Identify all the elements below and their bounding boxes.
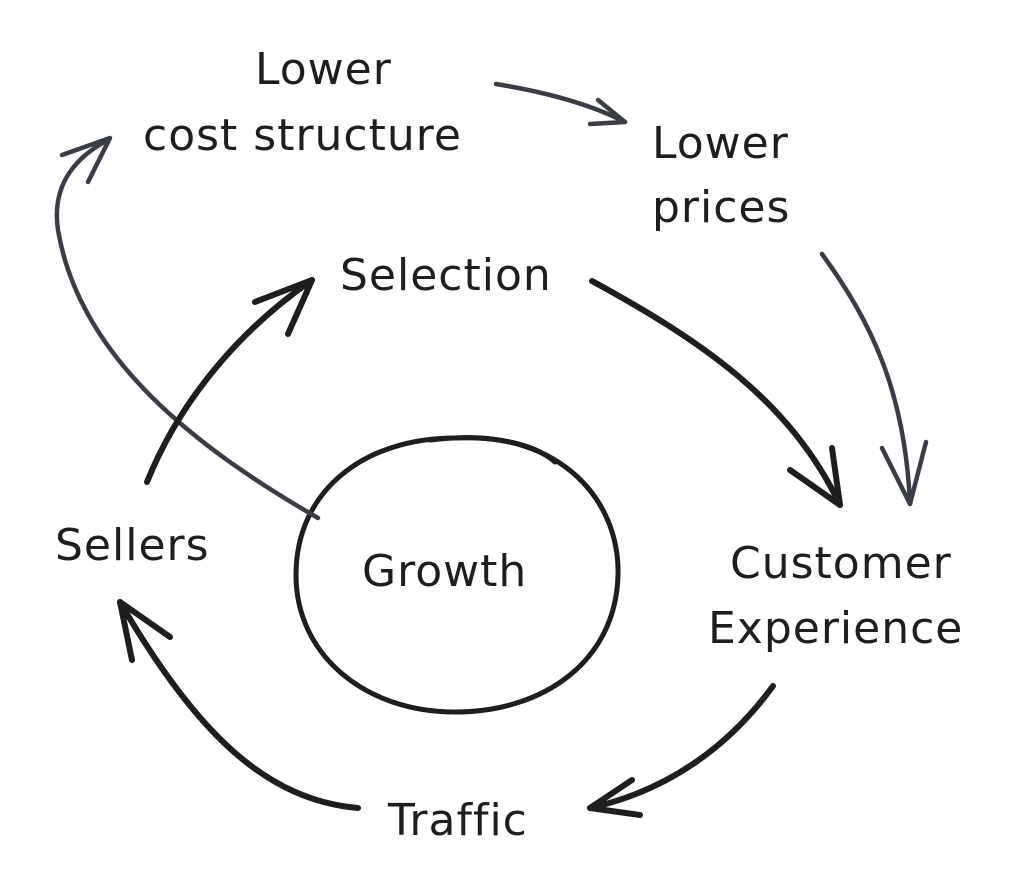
label-lower-cost-line1: Lower	[255, 44, 392, 95]
label-sellers: Sellers	[55, 520, 210, 571]
arrow-lower-cost-to-lower-prices-head	[587, 97, 628, 127]
arrow-lower-cost-to-lower-prices	[493, 81, 628, 125]
arrow-traffic-to-sellers-head	[117, 599, 173, 663]
label-lower-cost-line2: cost structure	[143, 110, 462, 161]
arrow-growth-to-lower-cost-head	[59, 135, 113, 185]
label-customer-experience-line2: Experience	[708, 603, 963, 654]
label-lower-prices-line1: Lower	[652, 118, 789, 169]
label-customer-experience-line1: Customer	[730, 538, 952, 589]
arrow-traffic-to-sellers	[117, 599, 361, 811]
arrow-growth-to-lower-cost	[54, 137, 321, 521]
label-lower-prices-line2: prices	[652, 182, 790, 233]
arrow-selection-to-customer-experience	[589, 278, 843, 508]
arrow-lower-prices-to-customer-experience	[819, 251, 913, 507]
label-growth: Growth	[362, 546, 527, 597]
label-selection: Selection	[340, 250, 552, 301]
arrow-customer-experience-to-traffic	[587, 683, 776, 811]
arrow-sellers-to-selection	[144, 277, 315, 485]
label-traffic: Traffic	[387, 795, 528, 846]
arrow-sellers-to-selection-head	[252, 277, 315, 337]
arrow-lower-prices-to-customer-experience-head	[879, 439, 929, 507]
arrow-selection-to-customer-experience-head	[787, 445, 843, 508]
growth-circle	[293, 435, 621, 715]
growth-circle-overlap	[427, 435, 558, 465]
arrow-customer-experience-to-traffic-head	[587, 777, 643, 818]
